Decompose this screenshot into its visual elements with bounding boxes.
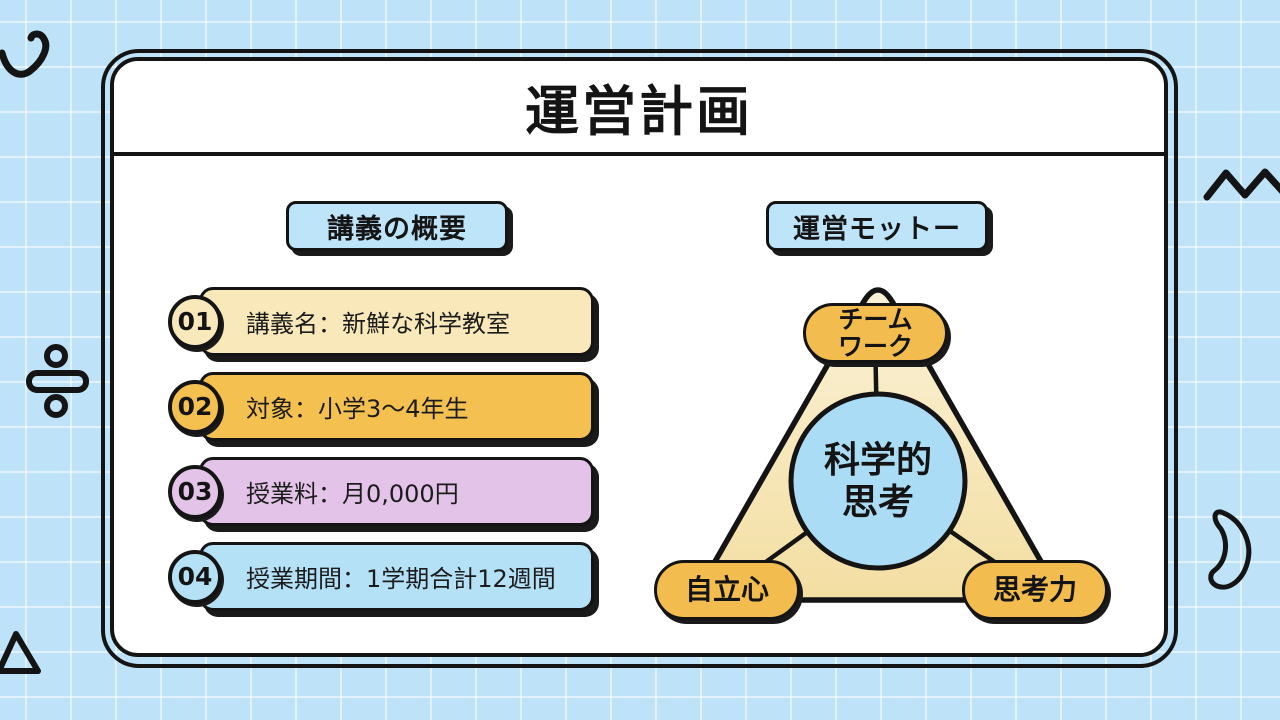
zigzag-icon: [1203, 168, 1280, 201]
motto-header: 運営モットー: [766, 201, 988, 251]
item-text: 対象：小学3〜4年生: [246, 395, 469, 423]
item-text: 授業料：月0,000円: [246, 480, 459, 508]
motto-header-label: 運営モットー: [793, 213, 961, 245]
node-independence-label: 自立心: [684, 572, 769, 606]
card-outer-border: [101, 49, 1178, 668]
triangle-outline-icon: [0, 631, 41, 674]
center-circle: [788, 391, 968, 571]
crescent-icon: [1208, 509, 1252, 590]
center-circle-label-line2: 思考: [842, 482, 914, 523]
lecture-overview-header: 講義の概要: [286, 201, 508, 251]
motto-triangle-diagram: 科学的 思考 チーム ワーク 自立心 思考力: [645, 265, 1125, 637]
node-teamwork-line2: ワーク: [837, 332, 913, 361]
item-text: 授業期間：1学期合計12週間: [246, 565, 556, 593]
title-bar: 運営計画: [114, 61, 1164, 156]
item-number-badge: 02: [168, 379, 222, 434]
main-card: 運営計画 講義の概要 01 講義名：新鮮な科学教室 02 対象：小学3〜4年生 …: [110, 57, 1168, 657]
overview-item-4: 04 授業期間：1学期合計12週間: [168, 542, 594, 611]
page-title: 運営計画: [525, 80, 753, 143]
divide-sign-icon: [26, 344, 89, 418]
node-thinking: 思考力: [962, 560, 1108, 620]
overview-item-1: 01 講義名：新鮮な科学教室: [168, 287, 594, 356]
overview-item-3: 03 授業料：月0,000円: [168, 457, 594, 526]
overview-item-2: 02 対象：小学3〜4年生: [168, 372, 594, 441]
item-text: 講義名：新鮮な科学教室: [246, 310, 510, 338]
curve-stroke-icon: [0, 30, 50, 78]
center-circle-label-line1: 科学的: [824, 439, 932, 481]
node-independence: 自立心: [654, 560, 800, 620]
item-number-badge: 01: [168, 294, 222, 349]
item-number-badge: 04: [168, 549, 222, 604]
item-number-badge: 03: [168, 464, 222, 519]
node-teamwork: チーム ワーク: [803, 303, 948, 363]
node-teamwork-line1: チーム: [838, 305, 913, 334]
node-thinking-label: 思考力: [992, 572, 1077, 606]
lecture-overview-header-label: 講義の概要: [327, 213, 467, 245]
